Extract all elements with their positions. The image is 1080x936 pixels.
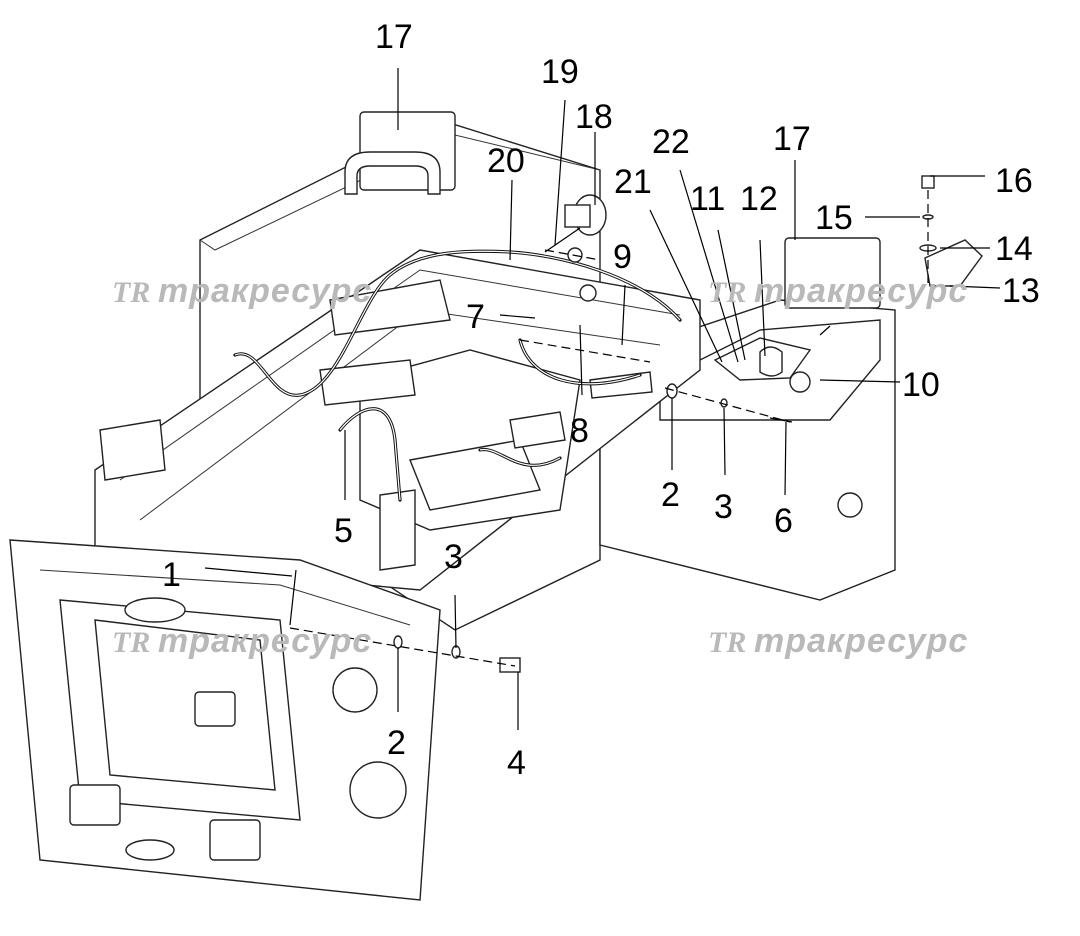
callout-3-front: 3 [444,538,463,576]
tractor-frame-drawing [9,111,983,901]
watermark-text: тракресурс [158,272,372,310]
watermark-top-left: TR тракресурс [112,272,372,310]
callout-6: 6 [774,502,793,540]
assembly-axes [289,190,929,667]
callout-21: 21 [614,163,652,201]
callout-1: 1 [162,556,181,594]
callout-12: 12 [740,180,778,218]
callout-7: 7 [466,298,485,336]
callout-19: 19 [541,53,579,91]
callout-10: 10 [902,366,940,404]
watermark-bottom-left: TR тракресурс [112,622,372,660]
watermark-bottom-right: TR тракресурс [708,622,968,660]
callout-17-top: 17 [375,18,413,56]
callout-4: 4 [507,744,526,782]
callout-22: 22 [652,123,690,161]
callout-16: 16 [995,162,1033,200]
watermark-text: тракресурс [754,272,968,310]
watermark-logo: TR [708,626,746,659]
callout-13: 13 [1002,272,1040,310]
watermark-top-right: TR тракресурс [708,272,968,310]
tank-cap-block [359,111,456,191]
pump-assembly [544,194,607,302]
callout-14: 14 [995,230,1033,268]
callout-3-right: 3 [714,488,733,526]
watermark-logo: TR [112,276,150,309]
callout-8: 8 [570,412,589,450]
callout-18: 18 [575,98,613,136]
filter-assembly [713,325,831,393]
watermark-logo: TR [112,626,150,659]
callout-9: 9 [613,238,632,276]
callout-2-front: 2 [387,724,406,762]
callout-17-right: 17 [773,120,811,158]
callout-11: 11 [690,180,725,218]
watermark-text: тракресурс [158,622,372,660]
cover-plate [924,239,983,287]
callout-20: 20 [487,142,525,180]
callout-labels: 17 19 18 22 17 20 21 11 12 16 15 14 9 13… [162,18,1040,782]
callout-15: 15 [815,199,853,237]
watermark-text: тракресурс [754,622,968,660]
callout-2-right: 2 [661,476,680,514]
watermark-logo: TR [708,276,746,309]
leader-lines [204,68,1001,730]
callout-5: 5 [334,512,353,550]
